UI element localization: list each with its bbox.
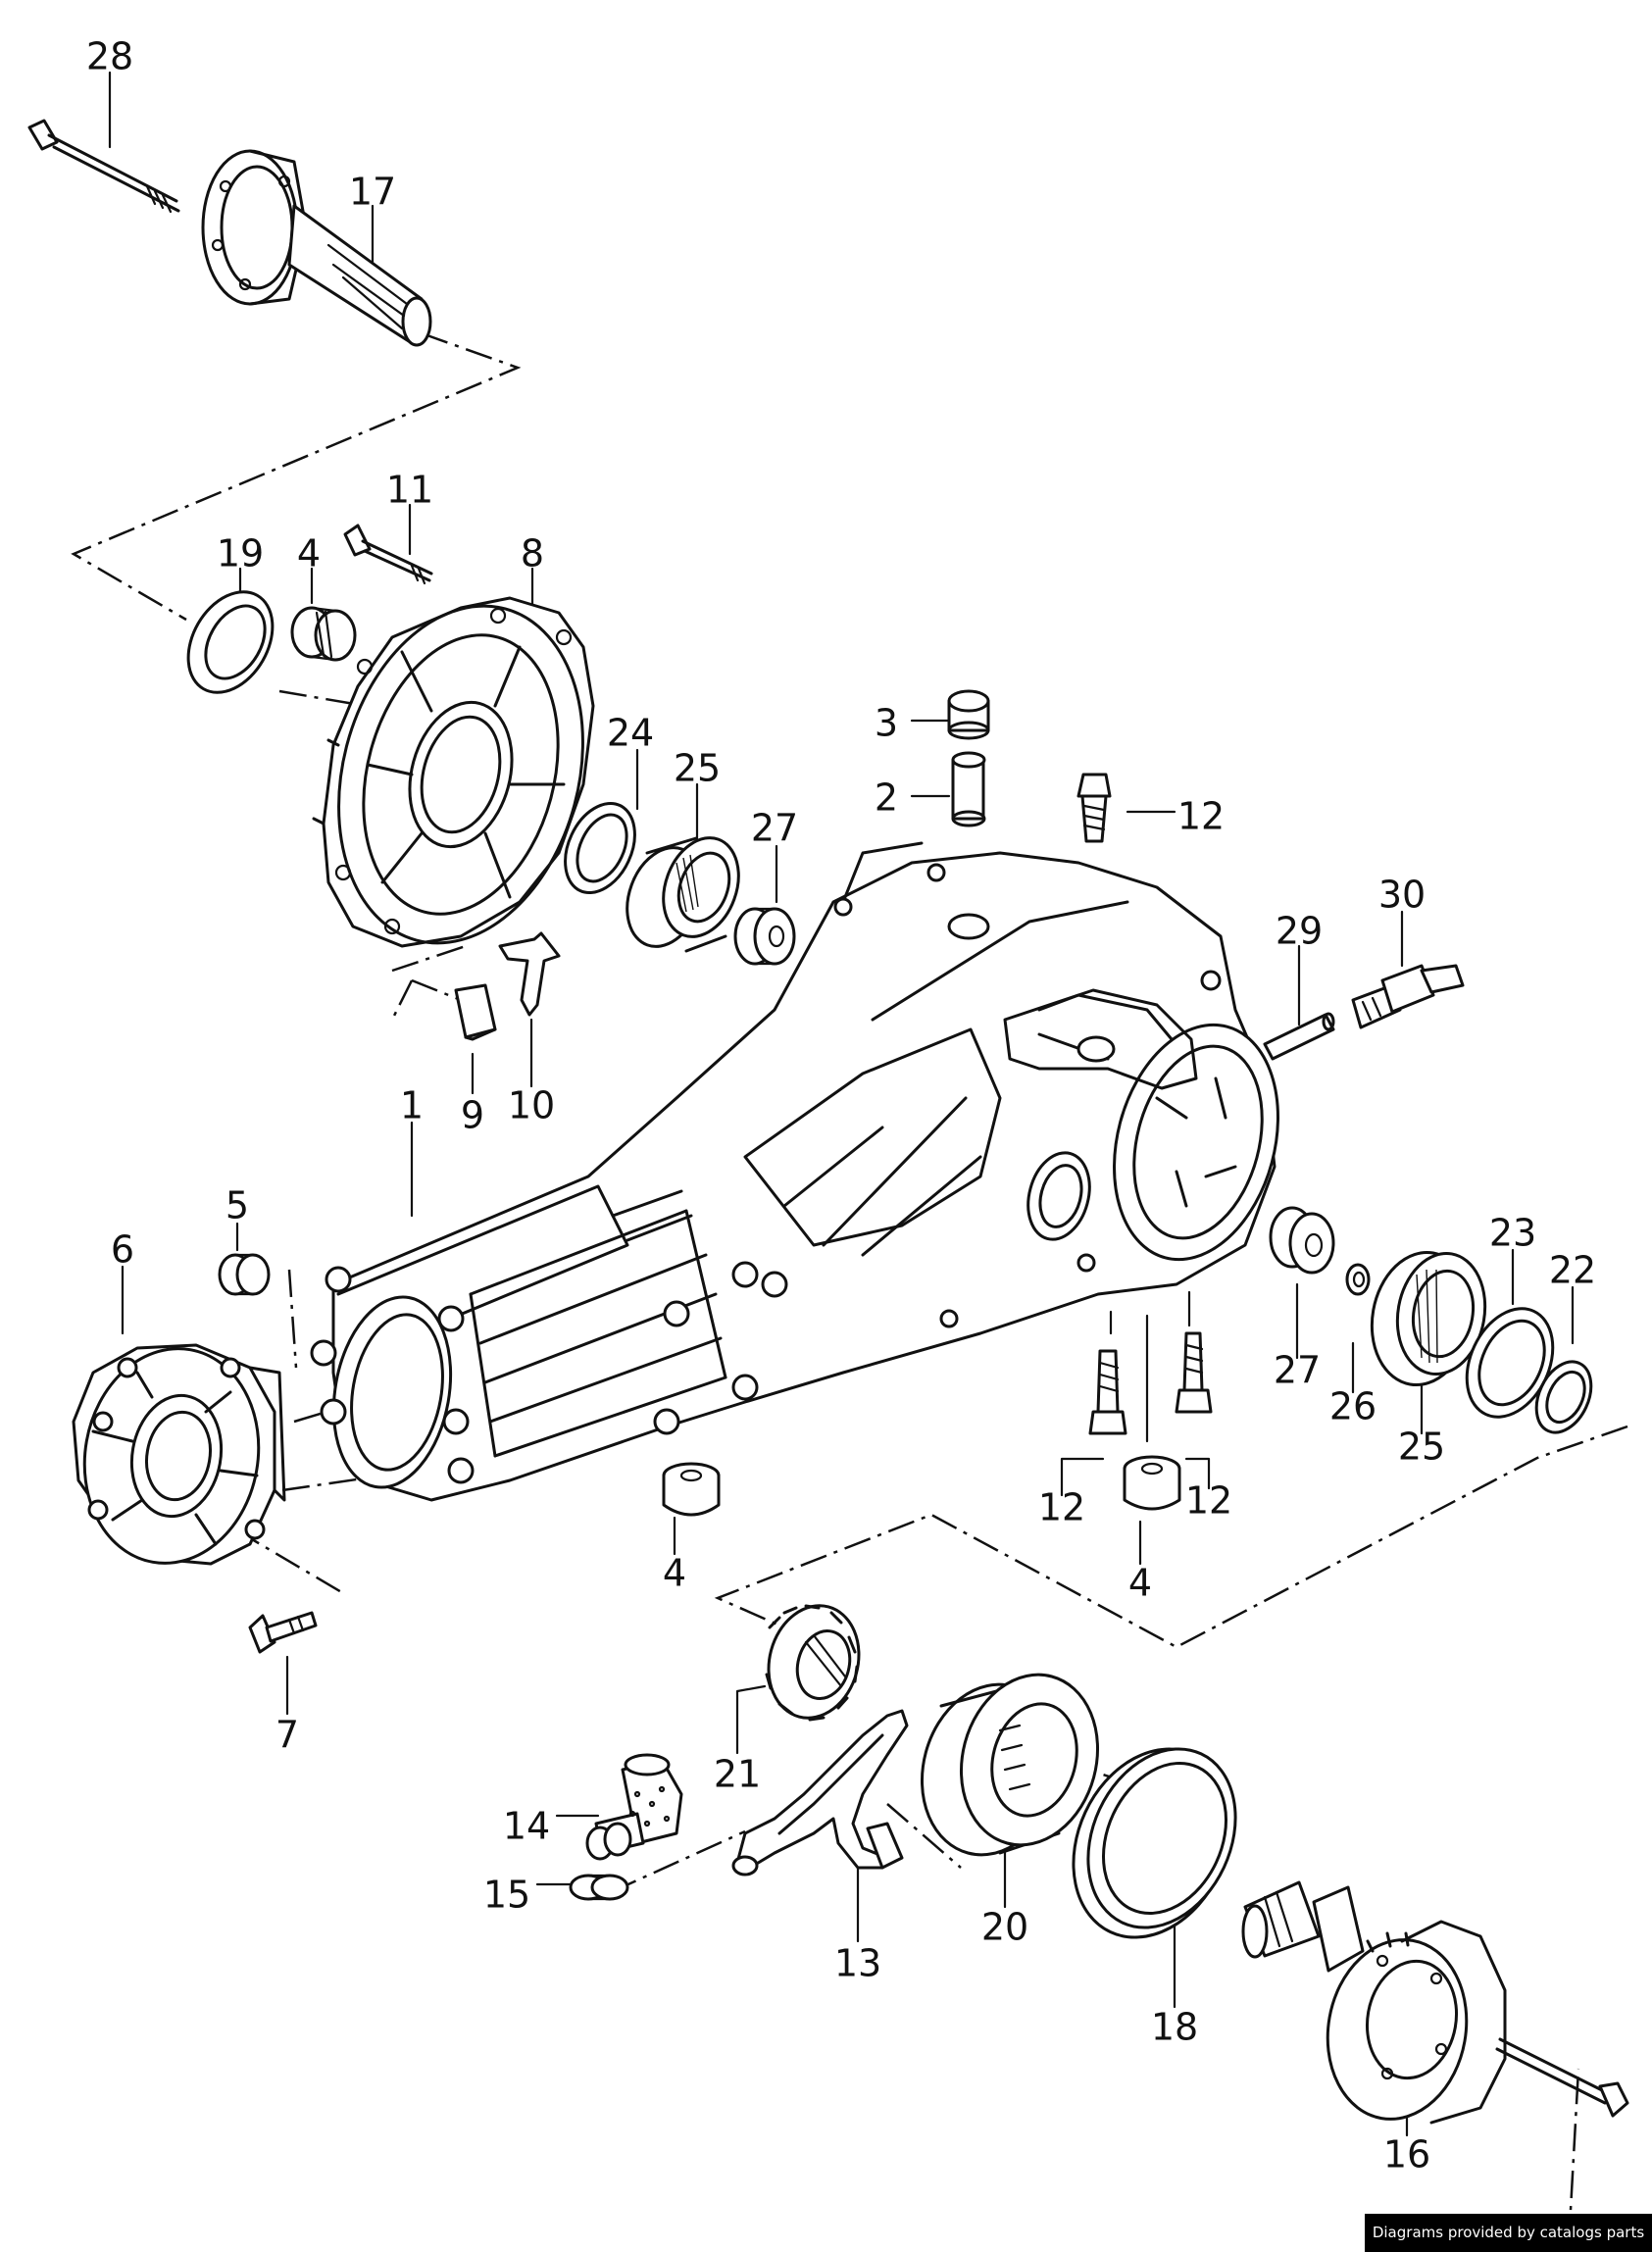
flange-shaft-17 — [27, 119, 432, 347]
shim-24 — [564, 801, 636, 895]
callout-11: 11 — [386, 469, 433, 512]
screw-7 — [248, 1611, 318, 1654]
callout-16: 16 — [1383, 2133, 1430, 2177]
callout-21: 21 — [714, 1753, 761, 1796]
cap-3 — [947, 689, 990, 740]
flange-6 — [72, 1343, 286, 1566]
drain-screw-12-top — [1076, 773, 1112, 843]
bearing-25-right — [1370, 1250, 1487, 1387]
pin-29 — [1263, 1012, 1335, 1061]
callout-12c: 12 — [1185, 1479, 1232, 1523]
callout-10: 10 — [508, 1084, 555, 1127]
shift-fork-13 — [731, 1709, 909, 1877]
callout-7: 7 — [275, 1714, 299, 1757]
leader-lines — [108, 71, 1575, 2137]
bracket-10 — [454, 931, 561, 1041]
callout-18: 18 — [1151, 2006, 1198, 2049]
callout-25b: 25 — [1398, 1426, 1445, 1469]
callout-15: 15 — [483, 1874, 530, 1917]
pin-2 — [951, 751, 986, 827]
callout-1: 1 — [400, 1084, 424, 1127]
bearing-25-top — [626, 836, 740, 953]
bushing-5 — [218, 1253, 271, 1296]
bushing-4-top — [290, 606, 357, 662]
callout-29: 29 — [1276, 910, 1323, 953]
credit-banner: Diagrams provided by catalogs parts — [1365, 2214, 1652, 2252]
bushing-27-right — [1269, 1206, 1335, 1275]
screw-12-right — [1175, 1331, 1213, 1414]
callout-4c: 4 — [1128, 1562, 1152, 1605]
callout-27a: 27 — [751, 807, 798, 850]
plunger-14 — [585, 1753, 683, 1861]
callout-25a: 25 — [674, 747, 721, 790]
seal-22 — [1534, 1360, 1593, 1434]
callout-20: 20 — [981, 1906, 1028, 1949]
callout-13: 13 — [834, 1942, 881, 1985]
callout-9: 9 — [461, 1094, 484, 1137]
callout-23: 23 — [1489, 1212, 1536, 1255]
callout-5: 5 — [225, 1184, 249, 1227]
callout-17: 17 — [349, 171, 396, 214]
callout-4b: 4 — [663, 1552, 686, 1595]
bushing-4-right — [1123, 1455, 1181, 1511]
callout-6: 6 — [111, 1228, 134, 1272]
washer-26 — [1345, 1263, 1371, 1296]
housing-cover-8 — [312, 596, 595, 948]
callout-27b: 27 — [1274, 1349, 1321, 1392]
seal-ring-19 — [186, 590, 275, 694]
clip-15 — [569, 1874, 629, 1901]
sleeve-20 — [920, 1673, 1100, 1857]
callout-12b: 12 — [1038, 1486, 1085, 1529]
gear-21 — [765, 1604, 861, 1722]
bushing-27-top — [733, 907, 796, 966]
callout-8: 8 — [521, 532, 544, 576]
bushing-4-left — [662, 1462, 721, 1517]
callout-19: 19 — [217, 532, 264, 576]
shim-23 — [1465, 1307, 1555, 1419]
callout-2: 2 — [875, 776, 898, 820]
differential-housing-1 — [310, 841, 1279, 1502]
callout-4a: 4 — [297, 532, 321, 576]
callout-24: 24 — [607, 712, 654, 755]
screw-12-left — [1088, 1349, 1127, 1435]
callout-30: 30 — [1378, 874, 1426, 917]
bolt-11 — [343, 524, 433, 585]
flange-shaft-16 — [1241, 1880, 1629, 2125]
callout-26: 26 — [1329, 1385, 1377, 1428]
callout-14: 14 — [503, 1805, 550, 1848]
callout-28a: 28 — [86, 35, 133, 78]
callout-22: 22 — [1549, 1249, 1596, 1292]
seal-18 — [1072, 1747, 1237, 1939]
sensor-30 — [1351, 964, 1465, 1029]
callout-3: 3 — [875, 702, 898, 745]
callout-12a: 12 — [1177, 795, 1225, 838]
